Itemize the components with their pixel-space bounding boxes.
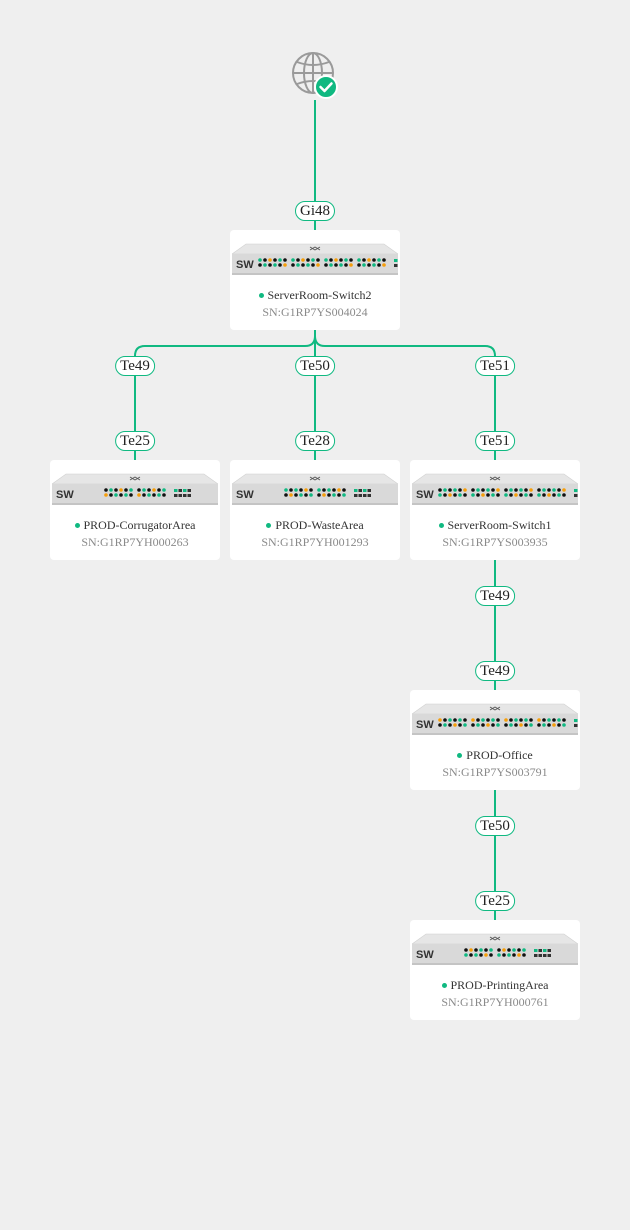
port-label: Te51: [475, 431, 515, 451]
check-circle-icon: [314, 75, 338, 99]
status-dot: [441, 982, 447, 988]
device-card[interactable]: SW PROD-PrintingArea SN:G1RP7YH000761: [410, 920, 580, 1020]
device-name: PROD-CorrugatorArea: [83, 518, 196, 532]
status-dot: [266, 522, 272, 528]
device-name: ServerRoom-Switch1: [447, 518, 552, 532]
svg-text:SW: SW: [416, 949, 434, 961]
internet-node[interactable]: [289, 50, 341, 100]
svg-text:SW: SW: [236, 489, 254, 501]
switch-icon: SW: [412, 703, 578, 735]
device-sn: SN:G1RP7YH001293: [261, 535, 369, 549]
device-card[interactable]: SW PROD-WasteArea SN:G1RP7YH001293: [230, 460, 400, 560]
status-dot: [258, 292, 264, 298]
status-dot: [74, 522, 80, 528]
port-label: Te49: [475, 661, 515, 681]
switch-icon: SW: [52, 473, 218, 505]
port-label: Gi48: [295, 201, 335, 221]
switch-icon: SW: [412, 933, 578, 965]
port-label: Te50: [475, 816, 515, 836]
switch-icon: SW: [412, 473, 578, 505]
device-name: PROD-WasteArea: [275, 518, 364, 532]
status-dot: [457, 752, 463, 758]
port-label: Te50: [295, 356, 335, 376]
device-name: PROD-PrintingArea: [450, 978, 549, 992]
device-sn: SN:G1RP7YH000263: [81, 535, 189, 549]
switch-icon: SW: [232, 473, 398, 505]
svg-text:SW: SW: [416, 489, 434, 501]
link-switch2-bus: [134, 330, 496, 357]
device-card[interactable]: SW PROD-CorrugatorArea SN:G1RP7YH000263: [50, 460, 220, 560]
port-label: Te25: [475, 891, 515, 911]
globe-icon: [292, 52, 338, 99]
device-sn: SN:G1RP7YS004024: [262, 305, 368, 319]
device-card[interactable]: SW ServerRoom-Switch1 SN:G1RP7YS003935: [410, 460, 580, 560]
port-label: Te49: [115, 356, 155, 376]
device-sn: SN:G1RP7YS003935: [442, 535, 548, 549]
device-sn: SN:G1RP7YS003791: [442, 765, 548, 779]
device-card[interactable]: SW ServerRoom-Switch2 SN:G1RP7YS004024: [230, 230, 400, 330]
svg-text:SW: SW: [56, 489, 74, 501]
device-name: ServerRoom-Switch2: [267, 288, 372, 302]
switch-icon: SW: [232, 243, 398, 275]
device-name: PROD-Office: [466, 748, 533, 762]
port-label: Te51: [475, 356, 515, 376]
device-sn: SN:G1RP7YH000761: [441, 995, 549, 1009]
status-dot: [438, 522, 444, 528]
device-card[interactable]: SW PROD-Office SN:G1RP7YS003791: [410, 690, 580, 790]
port-label: Te49: [475, 586, 515, 606]
svg-text:SW: SW: [416, 719, 434, 731]
svg-text:SW: SW: [236, 259, 254, 271]
port-label: Te28: [295, 431, 335, 451]
port-label: Te25: [115, 431, 155, 451]
